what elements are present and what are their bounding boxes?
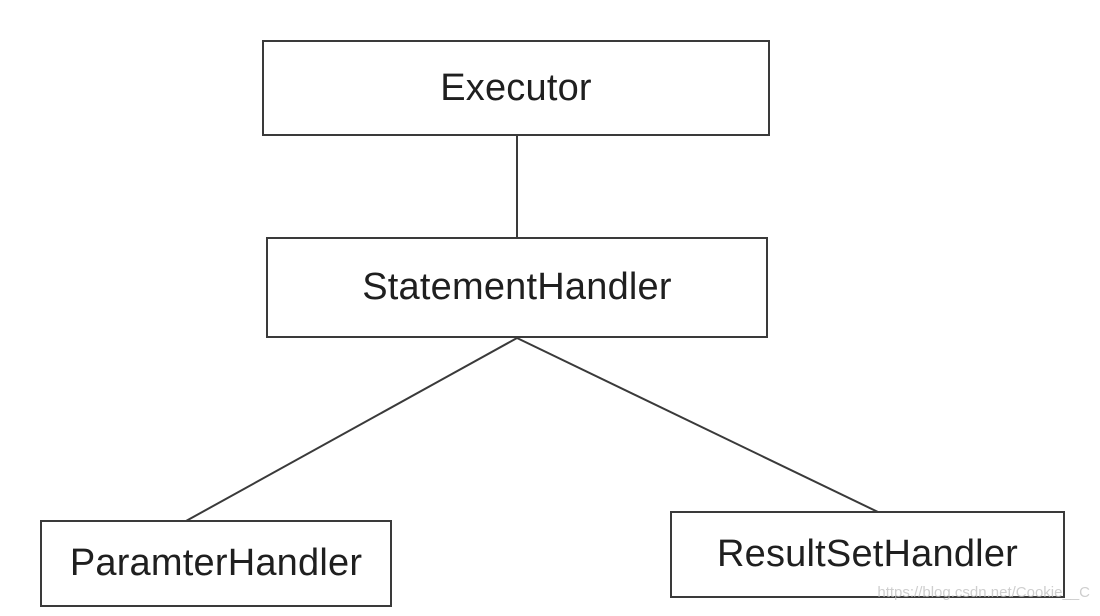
- parameter-handler-label: ParamterHandler: [69, 542, 363, 584]
- resultset-handler-label: ResultSetHandler: [716, 533, 1019, 575]
- executor-label: Executor: [440, 66, 592, 109]
- parameter-handler-node: ParamterHandler: [40, 520, 392, 607]
- statement-handler-node: StatementHandler: [266, 237, 768, 338]
- resultset-handler-node: ResultSetHandler: [670, 511, 1065, 598]
- statement-handler-label: StatementHandler: [362, 266, 672, 308]
- edge-statementhandler-resultsethandler: [516, 337, 879, 513]
- edge-statementhandler-paramterhandler: [185, 337, 518, 522]
- executor-node: Executor: [262, 40, 770, 136]
- watermark-text: https://blog.csdn.net/Cookie__C: [877, 584, 1090, 601]
